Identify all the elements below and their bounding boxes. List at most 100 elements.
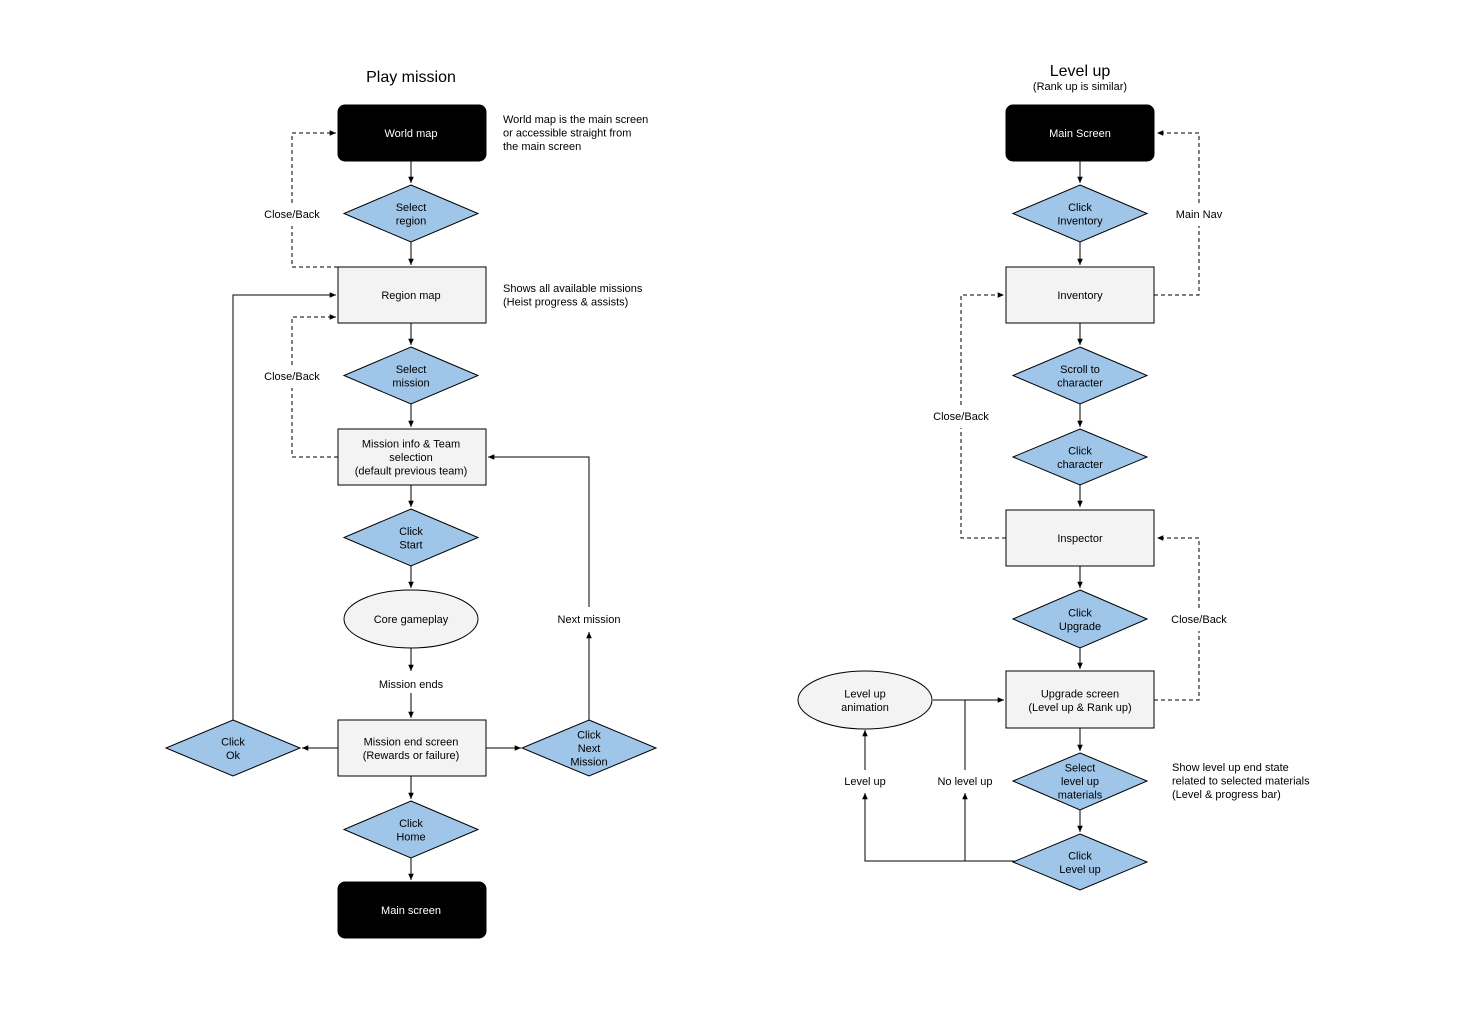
label-line: Click [1068,850,1092,862]
label-line: materials [1058,790,1103,802]
process-shape [1005,670,1155,729]
level-up-title: Level up [1050,63,1111,80]
label-line: Level up [844,688,886,700]
edge-label-no-level-up: No level up [937,776,992,788]
node-inventory: Inventory [1005,266,1155,324]
node-label: Core gameplay [374,614,449,626]
label-line: Start [399,539,422,551]
play-mission-title: Play mission [366,69,456,86]
level-up-subtitle: (Rank up is similar) [1033,81,1127,93]
edge-label-close-back-left: Close/Back [933,411,989,423]
label-line: the main screen [503,141,581,153]
label-line: (Rewards or failure) [363,750,460,762]
label-line: Inventory [1057,290,1103,302]
edge-clickok-regionmap [232,292,336,720]
label-line: selection [389,452,432,464]
label-line: World map [385,128,438,140]
note-region-map: Shows all available missions (Heist progr… [503,283,643,309]
node-main-screen-lu: Main Screen [1005,104,1155,162]
edge-clicklevelup-branch [862,793,1014,862]
label-line: Click [399,526,423,538]
label-line: (Heist progress & assists) [503,297,628,309]
node-label: Mission end screen(Rewards or failure) [363,736,460,762]
edge-regionmap-worldmap-back [291,226,338,268]
label-line: related to selected materials [1172,776,1310,788]
label-line: Click [1068,445,1092,457]
label-line: (Level & progress bar) [1172,789,1281,801]
level-up-flow: Level up (Rank up is similar) Main Scree… [797,63,1310,891]
label-line: (Level up & Rank up) [1028,702,1131,714]
edge-label-close-back-2: Close/Back [264,371,320,383]
terminal-shape [337,104,487,162]
edge-inventory-mainnav [1154,226,1200,296]
node-label: Upgrade screen (Level up & Rank up) [1028,688,1131,714]
label-line: Next [578,743,601,755]
label-line: Main Screen [1049,128,1111,140]
decision-shape [520,719,658,777]
node-label: Main Screen [1049,128,1111,140]
decision-shape [1011,752,1149,811]
node-world-map: World map [337,104,487,162]
edge-closeback-inspector [1157,535,1200,608]
label-line: level up [1061,776,1099,788]
ellipse-shape [343,589,479,649]
edge-label-main-nav: Main Nav [1176,209,1223,221]
terminal-shape [1005,104,1155,162]
edge-label-level-up: Level up [844,776,886,788]
edge-label-close-back-1: Close/Back [264,209,320,221]
process-shape [1005,509,1155,567]
label-line: Mission [570,757,607,769]
label-line: Select [1065,763,1096,775]
decision-shape [342,184,480,243]
label-line: Click [1068,202,1092,214]
node-upgrade-screen: Upgrade screen (Level up & Rank up) [1005,670,1155,729]
edge-back1-worldmap [291,130,336,203]
label-line: Upgrade screen [1041,688,1119,700]
process-shape [337,719,487,777]
label-line: character [1057,377,1103,389]
label-line: or accessible straight from [503,128,631,140]
process-shape [1005,266,1155,324]
ellipse-shape [797,670,933,730]
label-line: (default previous team) [355,466,468,478]
edge-mainnav-mainscreen [1157,130,1200,203]
node-label: Main screen [381,905,441,917]
edge-nextmission-missioninfo [488,454,590,607]
node-inspector: Inspector [1005,509,1155,567]
node-core-gameplay: Core gameplay [343,589,479,649]
label-line: mission [392,377,429,389]
decision-shape [164,719,302,777]
label-line: Level up [1059,864,1101,876]
label-line: Click [577,730,601,742]
decision-shape [1011,428,1149,486]
node-label: World map [385,128,438,140]
decision-shape [1011,346,1149,405]
label-line: Inspector [1057,533,1103,545]
edge-label-close-back-right: Close/Back [1171,614,1227,626]
label-line: Shows all available missions [503,283,643,295]
edge-missioninfo-regionmap-back [291,388,338,458]
node-mission-end-screen: Mission end screen(Rewards or failure) [337,719,487,777]
